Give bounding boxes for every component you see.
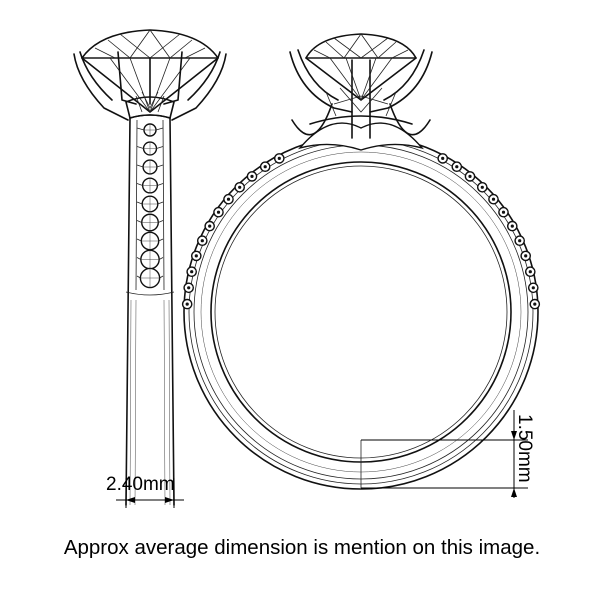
front-pave-stone xyxy=(183,282,194,294)
width-dimension-label: 2.40mm xyxy=(106,474,175,495)
side-pave-stone xyxy=(136,123,164,137)
thickness-dimension-label: 1.50mm xyxy=(514,414,535,483)
front-pave-stone xyxy=(506,220,518,232)
front-view-pave-stones xyxy=(181,153,541,310)
side-pave-stone xyxy=(136,249,164,270)
front-pave-stone xyxy=(213,206,224,218)
side-pave-stone xyxy=(136,267,164,289)
side-pave-stone xyxy=(136,177,164,194)
width-dimension: 2.40mm xyxy=(106,474,184,508)
front-pave-stone xyxy=(234,181,245,193)
front-pave-stone xyxy=(488,193,499,205)
side-pave-stone xyxy=(136,141,164,156)
side-pave-stone xyxy=(136,213,164,232)
front-pave-stone xyxy=(528,282,539,294)
front-pave-stone xyxy=(259,161,271,172)
ring-front-view: 1.50mm xyxy=(181,33,541,498)
front-pave-stone xyxy=(476,181,488,193)
side-pave-stone xyxy=(136,195,164,213)
front-pave-stone xyxy=(437,153,449,164)
front-pave-stone xyxy=(520,250,532,262)
front-view-head xyxy=(289,49,433,151)
front-pave-stone xyxy=(464,171,476,182)
front-pave-stone xyxy=(186,266,197,278)
front-pave-stone xyxy=(246,171,258,182)
front-pave-stone xyxy=(529,298,541,310)
side-view-shank xyxy=(125,114,175,506)
front-pave-stone xyxy=(196,235,208,246)
front-pave-stone xyxy=(204,220,215,232)
dimension-note-caption: Approx average dimension is mention on t… xyxy=(63,536,541,559)
front-pave-stone xyxy=(525,266,536,278)
front-pave-stone xyxy=(273,153,285,164)
front-pave-stone xyxy=(223,193,234,205)
side-view-prongs xyxy=(73,51,227,121)
front-pave-stone xyxy=(190,250,202,262)
ring-side-view: 2.40mm xyxy=(73,29,227,508)
band-inner-edge xyxy=(210,161,512,463)
side-pave-stone xyxy=(136,231,164,251)
front-pave-stone xyxy=(498,206,509,218)
front-pave-stone xyxy=(514,235,526,246)
thickness-dimension: 1.50mm xyxy=(361,410,535,498)
front-pave-stone xyxy=(451,161,463,172)
front-view-diamond xyxy=(305,33,417,102)
side-pave-stone xyxy=(136,159,164,175)
front-pave-stone xyxy=(181,298,193,310)
